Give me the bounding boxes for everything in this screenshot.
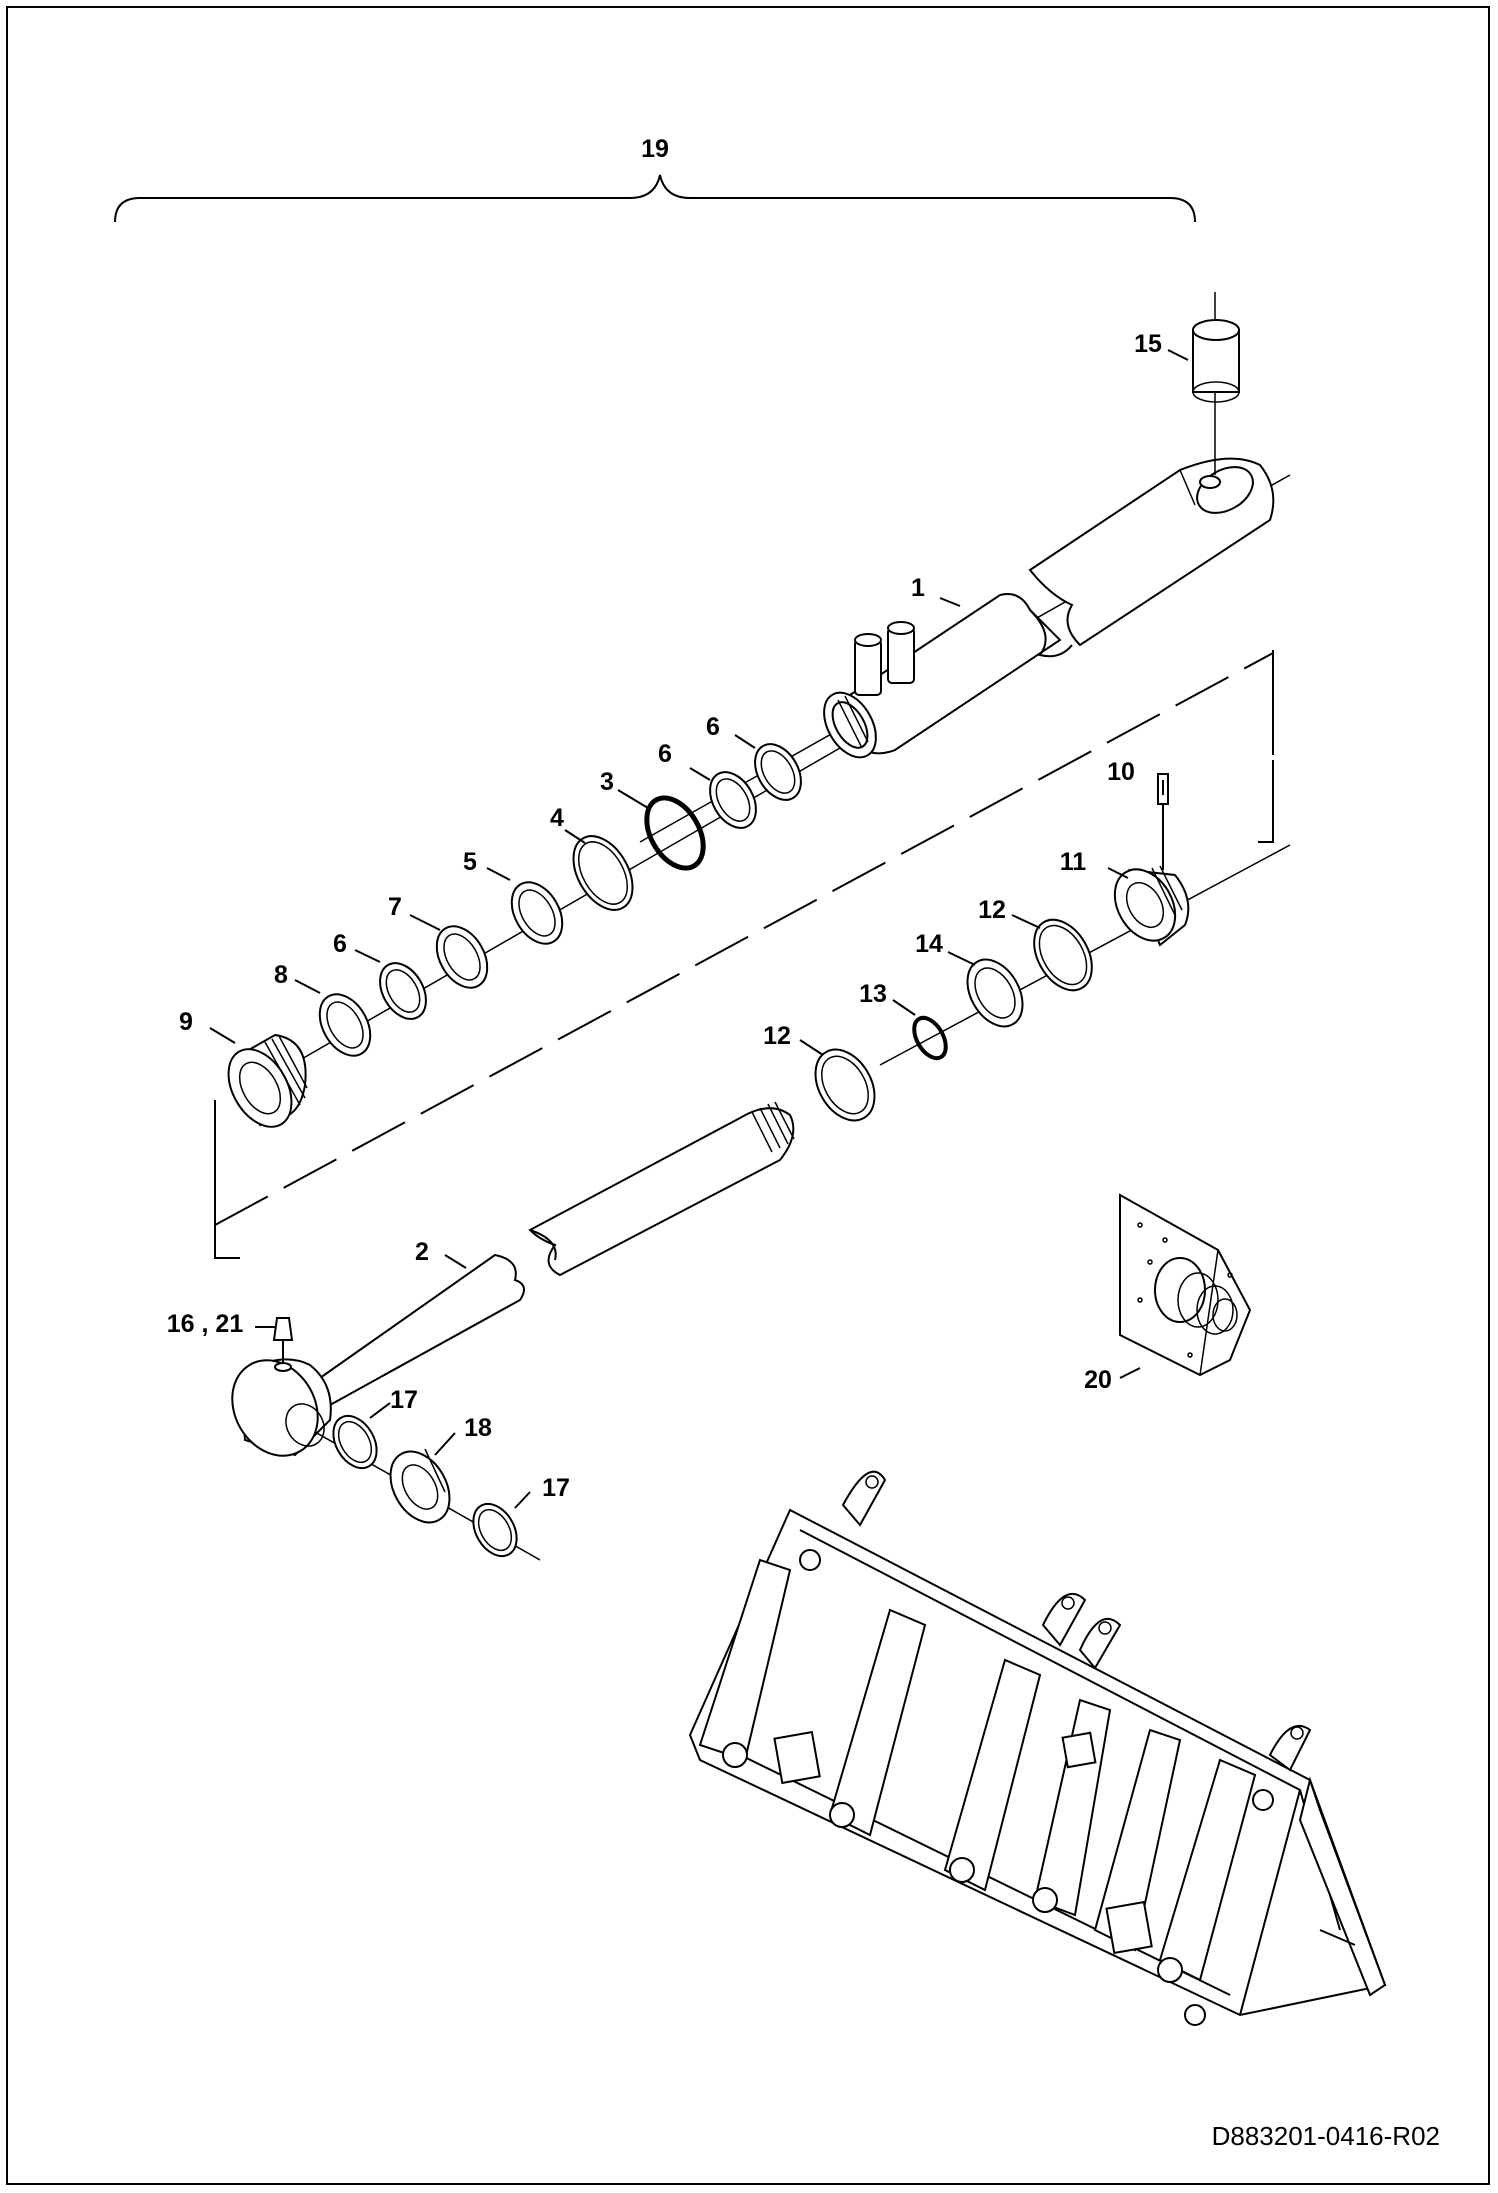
callout-15: 15 xyxy=(1134,330,1162,358)
callout-6-lower: 6 xyxy=(333,930,347,958)
piston-seal-stack xyxy=(227,743,841,1128)
callout-5: 5 xyxy=(463,848,477,876)
callout-4: 4 xyxy=(550,804,564,832)
assembly-brace xyxy=(114,174,1196,223)
piston-rod xyxy=(231,1101,795,1561)
leader-lines xyxy=(209,349,1189,1509)
alignment-line xyxy=(214,652,1274,1226)
cylinder-barrel xyxy=(639,457,1291,843)
callout-19: 19 xyxy=(641,135,669,163)
callout-12-lower: 12 xyxy=(763,1022,791,1050)
callout-20: 20 xyxy=(1084,1366,1112,1394)
callout-14: 14 xyxy=(915,930,943,958)
callout-2: 2 xyxy=(415,1238,429,1266)
callout-18: 18 xyxy=(464,1414,492,1442)
bucket-illustration xyxy=(688,1470,1387,2026)
callout-9: 9 xyxy=(179,1008,193,1036)
callout-17-upper: 17 xyxy=(390,1386,418,1414)
location-inset xyxy=(1119,1193,1252,1377)
callout-8: 8 xyxy=(274,961,288,989)
pin-bushing xyxy=(1192,292,1240,475)
callout-1: 1 xyxy=(911,574,925,602)
callout-6-upper: 6 xyxy=(706,713,720,741)
callout-10: 10 xyxy=(1107,758,1135,786)
callout-17-lower: 17 xyxy=(542,1474,570,1502)
gland-parts xyxy=(814,773,1291,1122)
callout-11: 11 xyxy=(1060,848,1087,876)
callout-7: 7 xyxy=(388,893,402,921)
callout-12-upper: 12 xyxy=(978,896,1006,924)
callout-13: 13 xyxy=(859,980,887,1008)
callout-6-middle: 6 xyxy=(658,740,672,768)
drawing-border xyxy=(6,6,1490,2185)
callout-3: 3 xyxy=(600,768,614,796)
callout-16-21: 16 , 21 xyxy=(167,1310,244,1338)
document-id: D883201-0416-R02 xyxy=(1212,2121,1440,2151)
